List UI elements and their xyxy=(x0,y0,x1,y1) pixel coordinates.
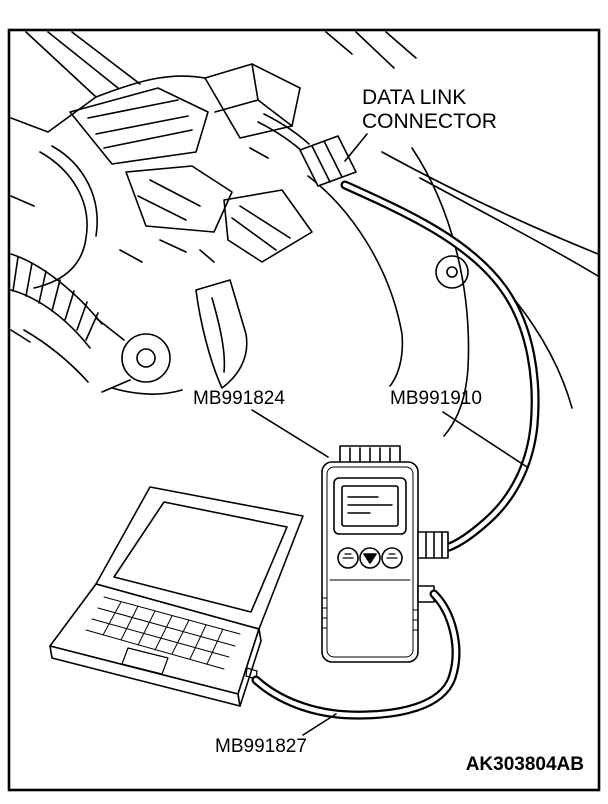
leader-mb991827 xyxy=(302,713,337,736)
cable-mb991827-drawing xyxy=(251,589,461,720)
figure-border xyxy=(7,28,601,792)
cable-mb991910-drawing xyxy=(340,180,540,552)
data-link-connector-label-line1: DATA LINK xyxy=(362,86,466,109)
leader-mb991910 xyxy=(442,411,528,468)
part-label-mb991827: MB991827 xyxy=(215,736,307,757)
leader-mb991824 xyxy=(251,409,329,458)
vci-screen-bezel xyxy=(333,477,407,535)
vci-button-left xyxy=(337,547,359,569)
part-label-mb991910: MB991910 xyxy=(390,388,482,409)
engine-compartment-drawing xyxy=(10,31,599,437)
data-link-connector-label-line2: CONNECTOR xyxy=(362,110,497,133)
vci-screen xyxy=(341,485,399,527)
corrugated-hose xyxy=(10,253,103,325)
pulley-drawing xyxy=(121,333,171,383)
laptop-drawing xyxy=(49,486,304,707)
vci-button-middle xyxy=(359,547,381,569)
data-link-connector-drawing xyxy=(299,135,357,187)
body-edge-line xyxy=(381,151,599,255)
figure-code: AK303804AB xyxy=(466,754,584,775)
part-label-mb991824: MB991824 xyxy=(193,388,285,409)
vci-side-plug xyxy=(417,531,449,559)
laptop-screen xyxy=(113,501,288,613)
vci-button-right xyxy=(381,547,403,569)
laptop-trackpad xyxy=(121,647,169,675)
vci-tool-drawing xyxy=(321,445,449,663)
callout-leader-lines xyxy=(251,133,528,736)
fender-grommet xyxy=(435,255,469,289)
laptop-keyboard xyxy=(85,596,241,670)
leader-data-link-connector xyxy=(344,133,368,162)
